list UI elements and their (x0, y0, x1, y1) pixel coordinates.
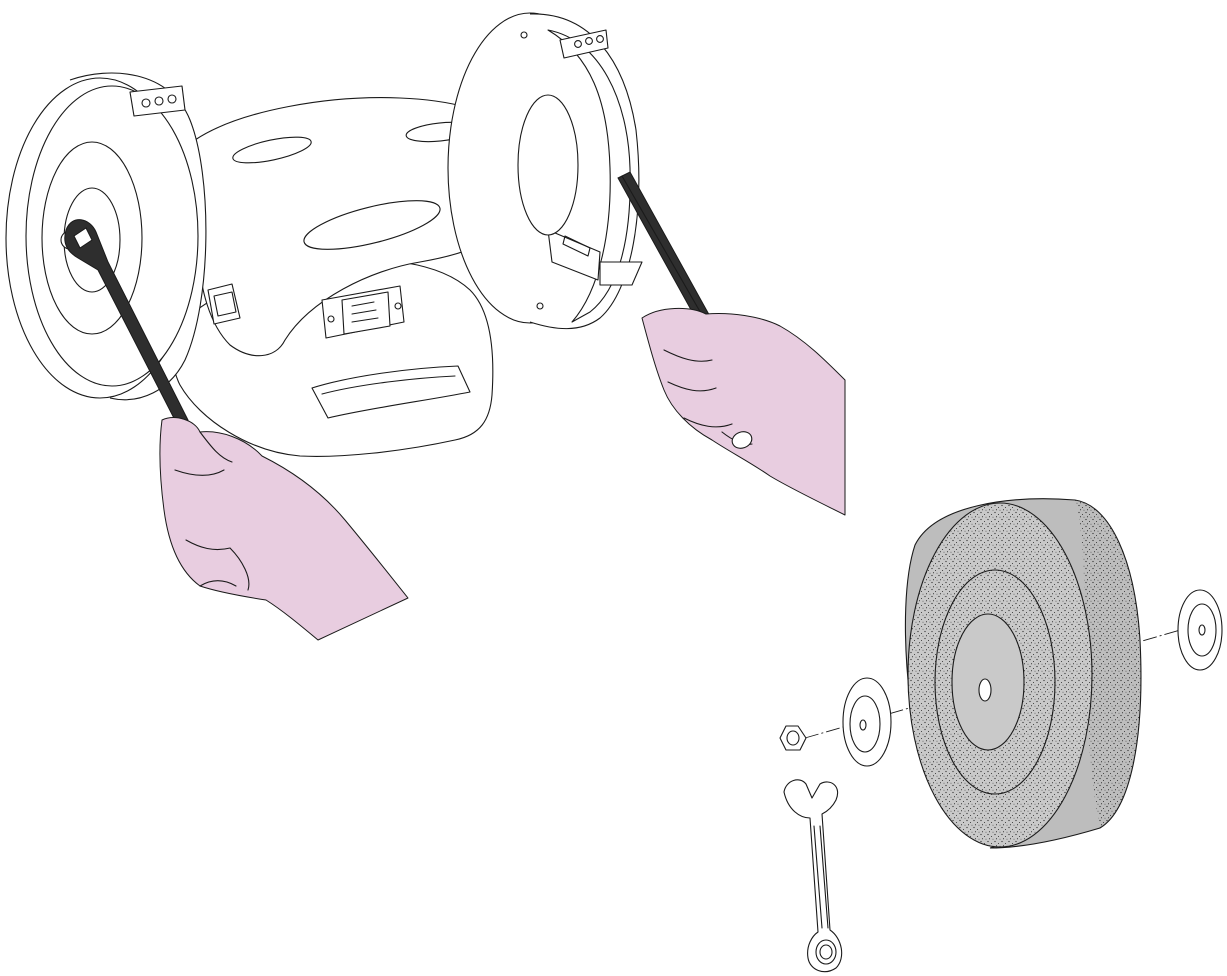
hex-nut (780, 726, 806, 750)
grinding-wheel (905, 499, 1141, 848)
outer-flange (843, 678, 891, 766)
combination-wrench (784, 780, 842, 972)
inner-flange (1178, 590, 1222, 670)
right-hand (642, 308, 845, 515)
right-wheel-guard (448, 13, 642, 329)
left-grinding-wheel (6, 73, 206, 400)
bench-grinder (6, 13, 712, 456)
exploded-view (780, 499, 1222, 972)
